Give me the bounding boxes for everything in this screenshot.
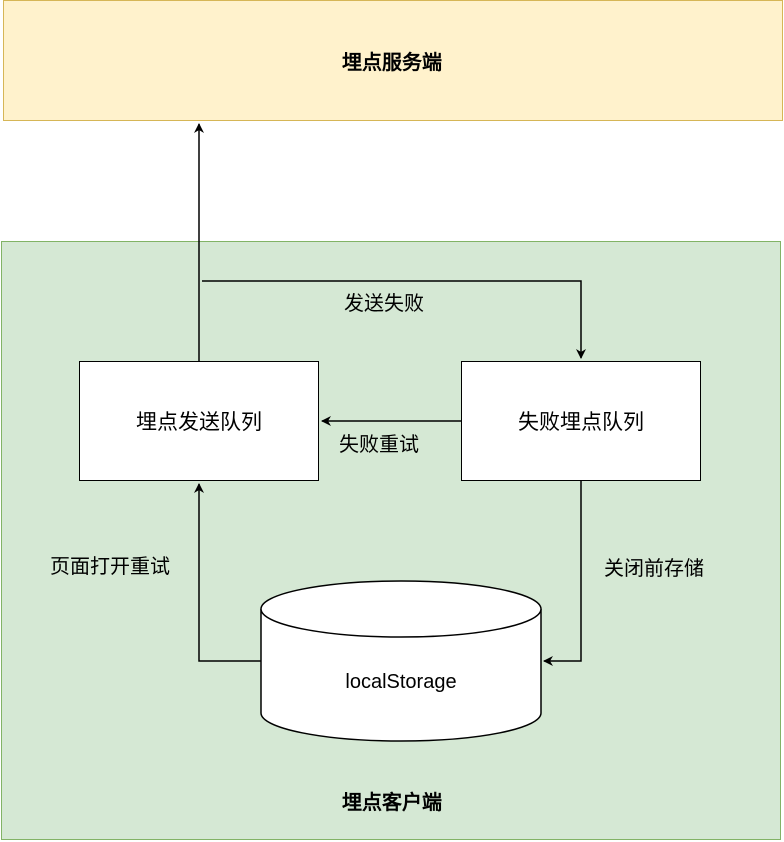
fail-queue-label: 失败埋点队列 — [518, 410, 644, 434]
edge-label-fail-retry: 失败重试 — [339, 432, 419, 456]
server-zone-title: 埋点服务端 — [342, 50, 442, 74]
send-queue-label: 埋点发送队列 — [136, 410, 262, 434]
send-queue-node: 埋点发送队列 — [79, 361, 319, 481]
edge-label-close-save: 关闭前存储 — [604, 556, 704, 580]
client-zone-title: 埋点客户端 — [342, 790, 442, 814]
edge-label-send-fail: 发送失败 — [344, 291, 424, 315]
storage-label: localStorage — [345, 671, 457, 693]
server-zone — [3, 0, 783, 121]
edge-label-page-open-retry: 页面打开重试 — [50, 554, 170, 578]
client-zone — [1, 241, 781, 840]
fail-queue-node: 失败埋点队列 — [461, 361, 701, 481]
